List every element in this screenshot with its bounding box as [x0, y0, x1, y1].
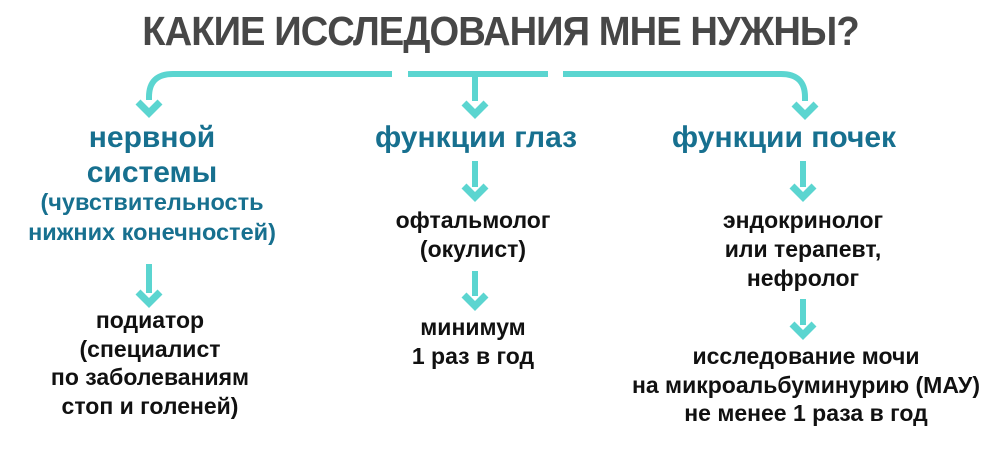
arrow-down-icon	[135, 289, 163, 308]
column-subheading-nervous-system: (чувствительность нижних конечностей)	[28, 188, 276, 247]
text-line: (окулист)	[419, 236, 527, 262]
page-title: КАКИЕ ИССЛЕДОВАНИЯ МНЕ НУЖНЫ?	[142, 8, 859, 54]
text-line: минимум	[420, 314, 526, 340]
column-heading-eye-function: функции глаз	[375, 120, 577, 155]
bracket-right-arm	[563, 71, 808, 101]
text-line: офтальмолог	[395, 207, 551, 233]
text-line: эндокринолог	[722, 207, 884, 233]
specialist-block-endocrinologist: эндокринолог или терапевт, нефролог	[723, 206, 883, 293]
frequency-block-kidney: исследование мочи на микроальбуминурию (…	[632, 342, 980, 428]
arrow-down-icon	[789, 183, 817, 202]
arrow-down-icon	[461, 100, 489, 119]
text-line: на микроальбуминурию (МАУ)	[631, 371, 981, 398]
text-line: или терапевт,	[724, 236, 882, 262]
text-line: по заболеваниям	[50, 364, 250, 390]
text-line: не менее 1 раза в год	[684, 400, 928, 426]
heading-line: функции почек	[671, 121, 897, 154]
heading-line: нервной	[88, 121, 216, 154]
heading-line: системы	[86, 156, 218, 189]
arrow-down-icon	[789, 321, 817, 340]
text-line: (специалист	[79, 335, 221, 362]
arrow-down-icon	[135, 99, 163, 118]
column-heading-nervous-system: нервной системы	[87, 120, 218, 190]
text-line: исследование мочи	[692, 343, 920, 369]
subheading-line: нижних конечностей)	[28, 218, 276, 245]
text-line: стоп и голеней)	[61, 392, 239, 419]
subheading-line: (чувствительность	[40, 189, 264, 215]
heading-line: функции глаз	[374, 121, 578, 154]
arrow-down-icon	[461, 292, 489, 311]
arrow-down-icon	[791, 101, 819, 120]
text-line: нефролог	[746, 265, 860, 291]
specialist-block-podiatrist: подиатор (специалист по заболеваниям сто…	[51, 306, 249, 420]
arrow-down-icon	[461, 183, 489, 202]
frequency-block-eye: минимум 1 раз в год	[412, 313, 534, 371]
bracket-left-arm	[146, 71, 392, 100]
column-heading-kidney-function: функции почек	[672, 120, 896, 155]
text-line: 1 раз в год	[411, 343, 535, 369]
text-line: подиатор	[95, 307, 205, 333]
specialist-block-ophthalmologist: офтальмолог (окулист)	[396, 206, 551, 264]
